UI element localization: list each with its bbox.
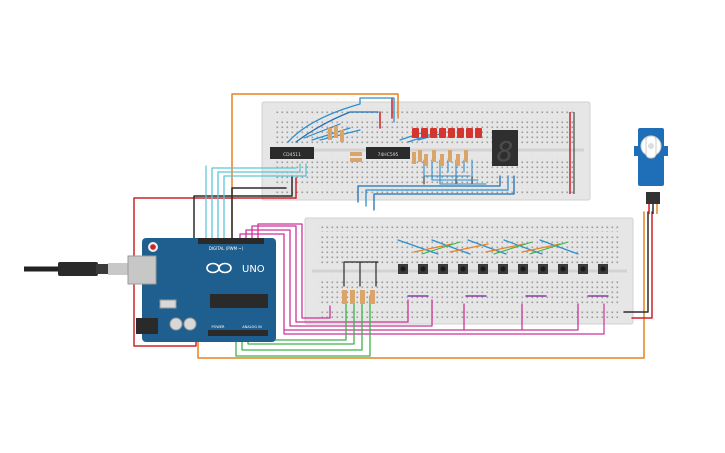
pushbutton-7 bbox=[518, 264, 528, 274]
chip-left[interactable]: CD4511 bbox=[270, 147, 314, 159]
arduino-uno-board[interactable]: DIGITAL (PWM ~) UNO POWER ANALOG IN bbox=[127, 238, 276, 342]
arduino-infinity-logo-icon bbox=[206, 262, 232, 274]
seven-segment-display[interactable]: 8 bbox=[492, 130, 518, 168]
resistors-top bbox=[328, 126, 468, 166]
pushbutton-10 bbox=[578, 264, 588, 274]
pushbuttons[interactable] bbox=[398, 264, 608, 274]
pushbutton-8 bbox=[538, 264, 548, 274]
servo-motor-icon[interactable] bbox=[634, 128, 668, 214]
top-breadboard[interactable] bbox=[261, 101, 591, 201]
board-brand: UNO bbox=[242, 264, 265, 275]
led-1 bbox=[412, 128, 419, 138]
seven-segment-digit: 8 bbox=[497, 135, 514, 168]
led-8 bbox=[475, 128, 482, 138]
pushbutton-4 bbox=[458, 264, 468, 274]
chip-right[interactable]: 74HC595 bbox=[366, 147, 410, 159]
analog-label: ANALOG IN bbox=[242, 325, 262, 329]
led-bar[interactable] bbox=[412, 128, 482, 138]
led-5 bbox=[448, 128, 455, 138]
pushbutton-3 bbox=[438, 264, 448, 274]
power-label: POWER bbox=[212, 325, 226, 329]
chip-left-label: CD4511 bbox=[283, 152, 301, 158]
pushbutton-5 bbox=[478, 264, 488, 274]
led-7 bbox=[466, 128, 473, 138]
pushbutton-11 bbox=[598, 264, 608, 274]
chip-right-label: 74HC595 bbox=[378, 152, 399, 158]
usb-cable-icon bbox=[24, 262, 128, 276]
led-2 bbox=[421, 128, 428, 138]
pushbutton-1 bbox=[398, 264, 408, 274]
power-analog-header bbox=[208, 330, 268, 336]
pushbutton-2 bbox=[418, 264, 428, 274]
led-4 bbox=[439, 128, 446, 138]
led-3 bbox=[430, 128, 437, 138]
digital-label: DIGITAL (PWM ~) bbox=[209, 246, 244, 251]
pushbutton-9 bbox=[558, 264, 568, 274]
resistors-bottom bbox=[342, 290, 375, 304]
atmega-chip bbox=[210, 294, 268, 308]
led-6 bbox=[457, 128, 464, 138]
digital-header bbox=[198, 238, 264, 244]
wires bbox=[133, 93, 653, 359]
pushbutton-6 bbox=[498, 264, 508, 274]
